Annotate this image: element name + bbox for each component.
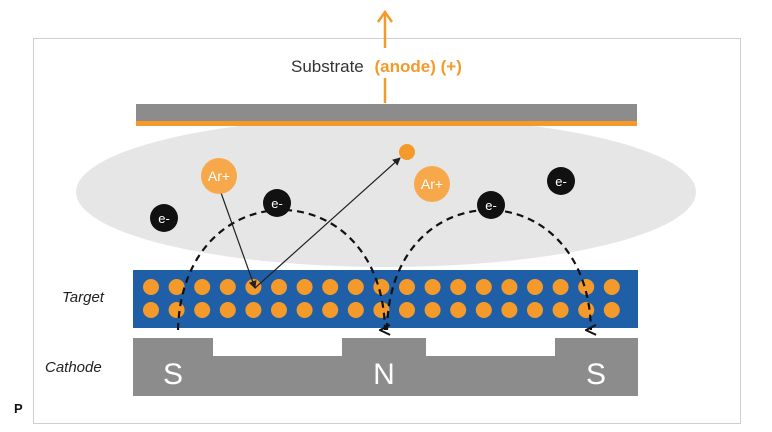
target-atom xyxy=(424,302,441,318)
target-atom xyxy=(322,279,339,295)
target-atom xyxy=(143,279,159,295)
svg-text:Ar+: Ar+ xyxy=(208,168,230,184)
target-atom xyxy=(475,302,492,318)
cathode-magnet xyxy=(133,338,638,396)
substrate-label: Substrate (anode) (+) xyxy=(291,57,462,76)
svg-text:Ar+: Ar+ xyxy=(421,176,443,192)
target-atom xyxy=(475,279,492,295)
target-atom xyxy=(194,279,211,295)
substrate-anode-strip xyxy=(136,121,637,126)
target-atom xyxy=(347,279,364,295)
plasma-region xyxy=(76,117,696,267)
target-atom xyxy=(168,302,185,318)
target-atom xyxy=(578,302,595,318)
target-atom xyxy=(501,279,518,295)
svg-text:e-: e- xyxy=(485,198,497,213)
target-atom xyxy=(168,279,185,295)
target-atom xyxy=(219,279,236,295)
target-atom xyxy=(578,279,595,295)
ion-trajectory xyxy=(219,157,401,289)
target-atom xyxy=(271,279,287,295)
magnet-pole-left: S xyxy=(163,358,183,391)
target-atom xyxy=(296,279,313,295)
magnet-pole-center: N xyxy=(373,358,395,391)
target-atom xyxy=(527,302,543,318)
target-atom xyxy=(603,302,620,318)
target-atom xyxy=(143,302,159,318)
target-atom xyxy=(347,302,364,318)
target-atom xyxy=(245,302,262,318)
cathode-label: Cathode xyxy=(45,359,102,376)
argon-ion: Ar+ xyxy=(201,158,237,194)
target-atom xyxy=(450,302,467,318)
electron: e- xyxy=(547,167,575,195)
corner-label: P xyxy=(14,401,23,416)
target-atom xyxy=(552,279,569,295)
argon-ion: Ar+ xyxy=(414,166,450,202)
target-atom xyxy=(373,302,390,318)
target-label: Target xyxy=(62,289,105,306)
target-atom xyxy=(450,279,467,295)
electron: e- xyxy=(263,189,291,217)
target-atom xyxy=(194,302,211,318)
sputtered-atom xyxy=(399,144,415,160)
svg-text:e-: e- xyxy=(271,196,283,211)
target-atom xyxy=(399,302,415,318)
svg-text:e-: e- xyxy=(158,211,170,226)
target-atom xyxy=(245,279,262,295)
substrate-plate xyxy=(136,104,637,121)
target-atom xyxy=(219,302,236,318)
target-atom xyxy=(501,302,518,318)
target-atom xyxy=(399,279,415,295)
target-atom xyxy=(527,279,543,295)
magnetic-field-lines xyxy=(176,209,591,330)
target-atom xyxy=(424,279,441,295)
target-atom xyxy=(296,302,313,318)
magnet-pole-right: S xyxy=(586,358,606,391)
upward-arrow xyxy=(376,9,394,103)
target-atom xyxy=(603,279,620,295)
target-atom xyxy=(552,302,569,318)
diagram-frame xyxy=(33,38,741,424)
target-atom xyxy=(322,302,339,318)
svg-text:e-: e- xyxy=(555,174,567,189)
electron: e- xyxy=(477,191,505,219)
target-atom xyxy=(271,302,287,318)
electron: e- xyxy=(150,204,178,232)
